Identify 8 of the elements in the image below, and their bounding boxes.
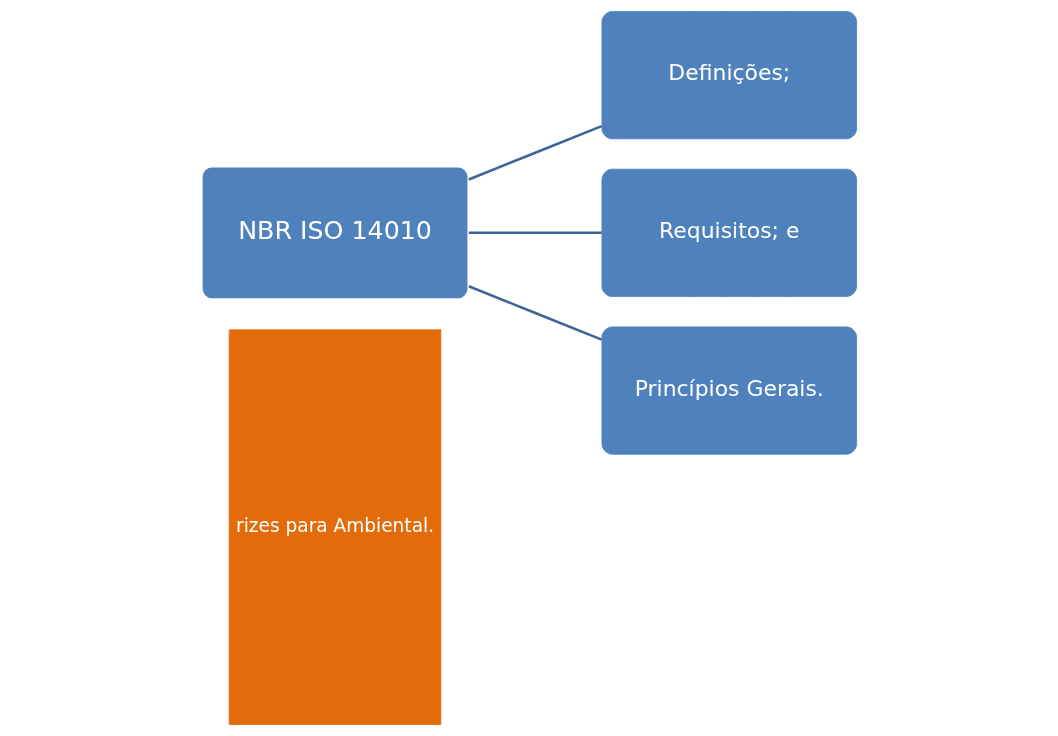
node-box: Princípios Gerais. (601, 326, 858, 455)
node-box: Requisitos; e (601, 168, 858, 297)
connector (468, 285, 603, 341)
node-box: Definições; (601, 11, 858, 140)
connector (468, 124, 603, 181)
node-box: rizes para Ambiental. (228, 329, 442, 725)
node-box: NBR ISO 14010 (200, 164, 470, 301)
connector (468, 231, 602, 235)
